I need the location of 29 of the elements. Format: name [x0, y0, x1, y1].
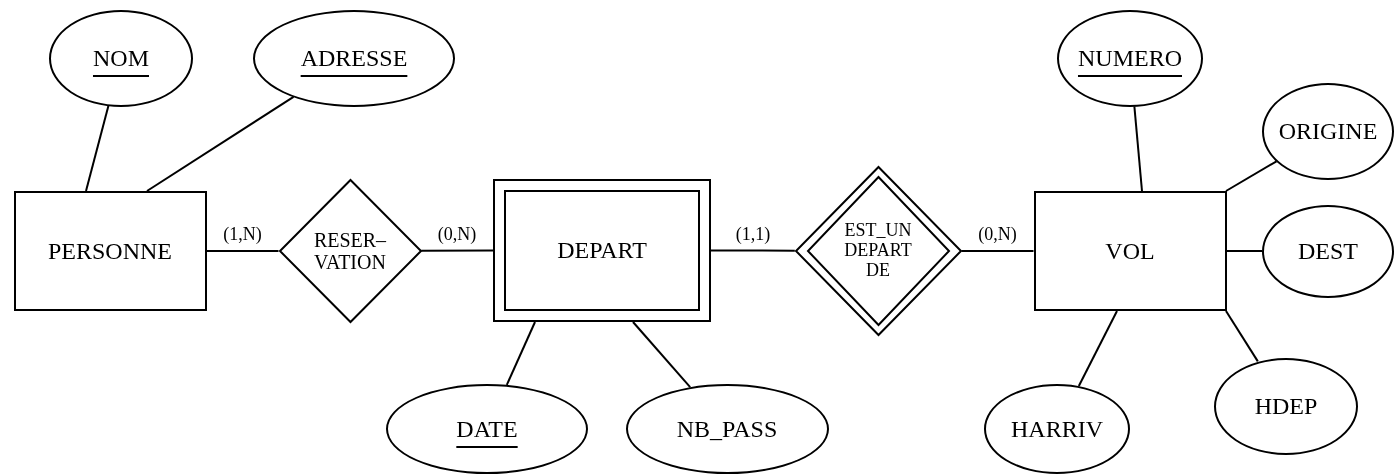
connector-line [420, 249, 494, 252]
weak-entity-box [493, 178, 711, 322]
connector-line [205, 250, 280, 252]
relationship-diamond [278, 179, 422, 323]
relationship-diamond [794, 166, 962, 336]
connector-line [1225, 310, 1259, 363]
attribute-name: NB_PASS [676, 415, 778, 443]
relationship-name: RESER– VATION [312, 229, 388, 273]
entity-name: VOL [1105, 237, 1155, 265]
entity-name: PERSONNE [48, 237, 172, 265]
connector-line [710, 249, 796, 252]
entity-box [13, 191, 207, 311]
cardinality-label: (1,1) [733, 223, 773, 245]
connector-line [146, 95, 295, 192]
connector-line [85, 104, 110, 192]
cardinality-label: (0,N) [435, 223, 479, 245]
relationship-name: EST_UN DEPART DE [843, 221, 913, 281]
attribute-name: HDEP [1254, 392, 1318, 420]
entity-box [1033, 191, 1227, 311]
cardinality-label: (0,N) [976, 224, 1019, 245]
cardinality-label: (1,N) [221, 224, 264, 245]
connector-line [1133, 105, 1143, 192]
entity-name: DEPART [557, 236, 647, 264]
attribute-name: HARRIV [1011, 415, 1103, 443]
attribute-name: ORIGINE [1278, 117, 1378, 145]
connector-line [1225, 250, 1263, 252]
attribute-name: DEST [1298, 237, 1358, 265]
connector-line [960, 250, 1035, 252]
connector-line [505, 321, 536, 386]
